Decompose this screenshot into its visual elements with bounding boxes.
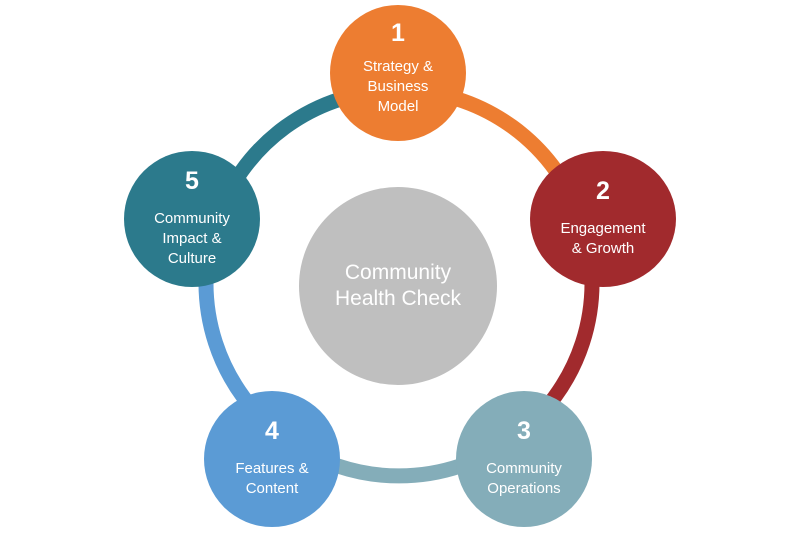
stage-number: 3	[517, 417, 531, 445]
stage-label: Community Operations	[486, 460, 562, 497]
stage-label: Community Impact & Culture	[154, 210, 230, 267]
stage-number: 2	[596, 177, 610, 205]
stage-1-strategy-business-model: 1 Strategy & Business Model	[330, 5, 466, 141]
stage-4-features-content: 4 Features & Content	[204, 391, 340, 527]
stage-3-community-operations: 3 Community Operations	[456, 391, 592, 527]
stage-label: Engagement & Growth	[560, 220, 646, 257]
stage-2-engagement-growth: 2 Engagement & Growth	[530, 151, 676, 287]
stage-number: 1	[391, 19, 405, 47]
stage-number: 5	[185, 167, 199, 195]
stage-5-community-impact-culture: 5 Community Impact & Culture	[124, 151, 260, 287]
stage-number: 4	[265, 417, 279, 445]
stage-label: Strategy & Business Model	[362, 58, 434, 115]
stage-label: Features & Content	[235, 460, 309, 497]
center-circle: Community Health Check	[299, 187, 497, 385]
